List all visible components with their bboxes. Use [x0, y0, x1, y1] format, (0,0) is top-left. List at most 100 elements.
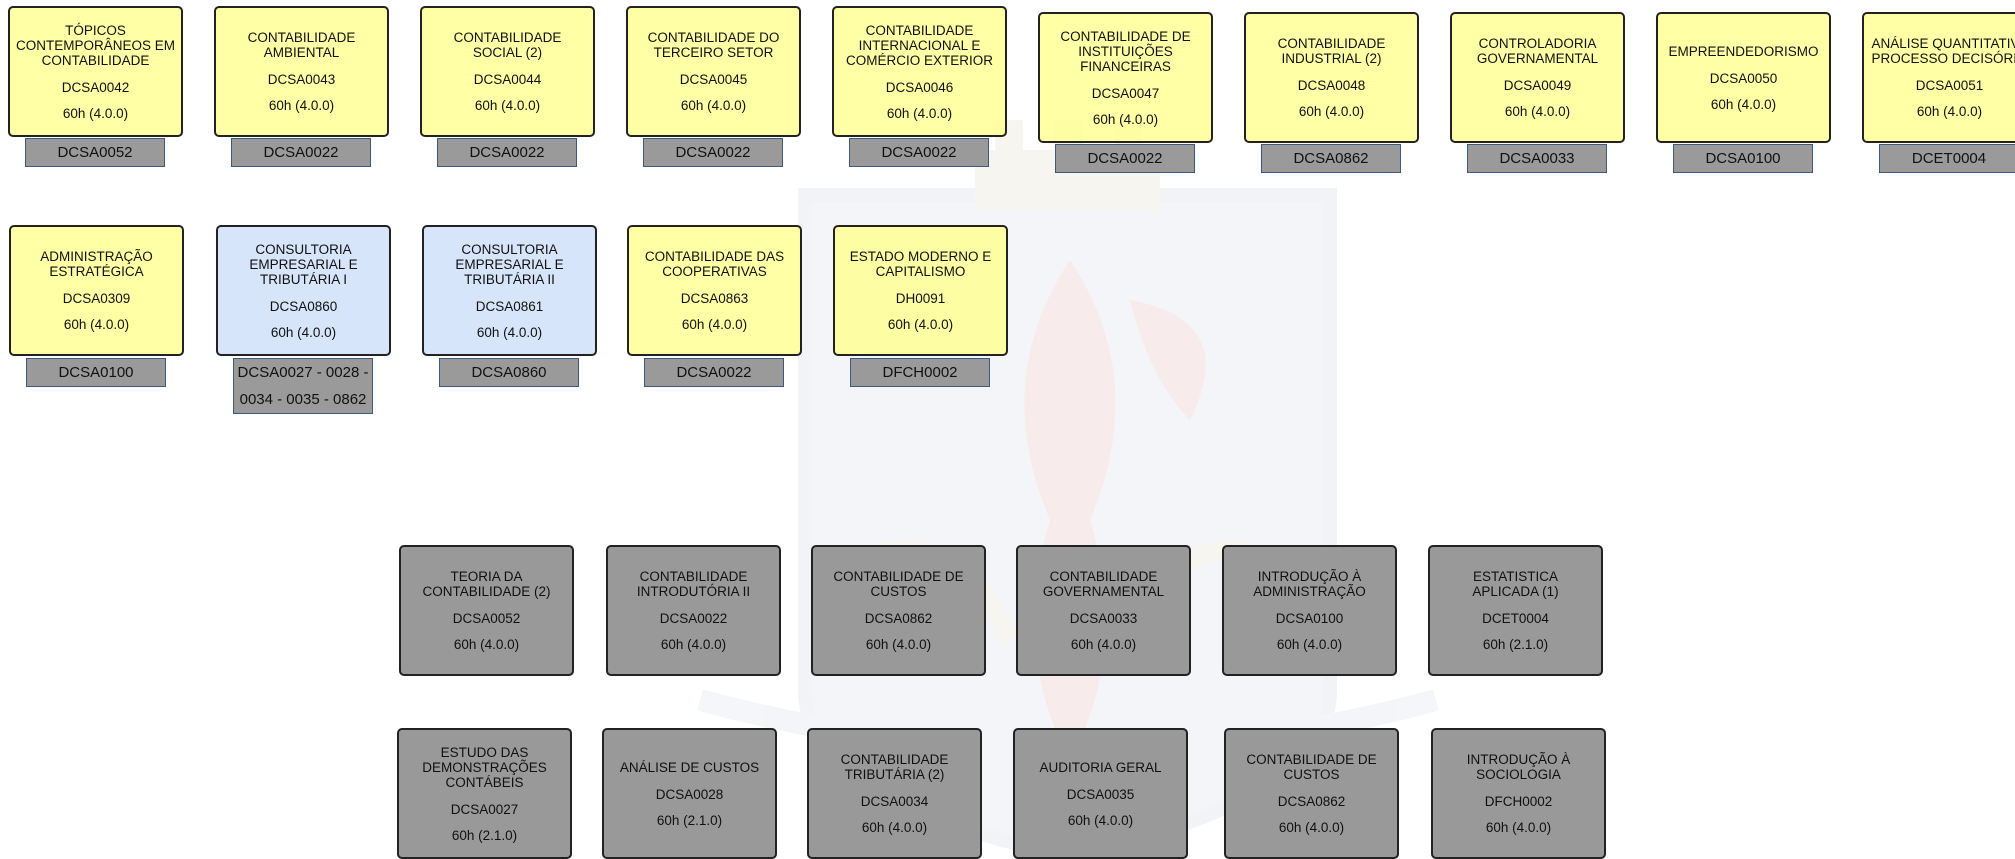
course-name: CONTABILIDADE INDUSTRIAL (2): [1277, 36, 1386, 66]
course-code: DCSA0044: [473, 72, 542, 87]
course-hours: 60h (4.0.0): [1504, 104, 1571, 119]
prerequisite-tag: DCSA0862: [1261, 144, 1401, 173]
course-name: CONTROLADORIA GOVERNAMENTAL: [1476, 36, 1599, 66]
prerequisite-tag: DCSA0022: [231, 138, 371, 167]
prerequisite-tag: DCSA0022: [644, 358, 784, 387]
course-hours: 60h (4.0.0): [268, 98, 335, 113]
prerequisite-tag: DCSA0033: [1467, 144, 1607, 173]
prerequisite-tag: DCSA0022: [643, 138, 783, 167]
course-name: ADMINISTRAÇÃO ESTRATÉGICA: [40, 249, 153, 279]
course-name: CONSULTORIA EMPRESARIAL E TRIBUTÁRIA II: [455, 241, 564, 287]
course-hours: 60h (4.0.0): [660, 637, 727, 652]
course-name: ANÁLISE QUANTITATIVA PROCESSO DECISÓRIO: [1871, 36, 2015, 66]
prerequisite-tag: DCSA0100: [1673, 144, 1813, 173]
course-code: DCSA0862: [1277, 794, 1346, 809]
course-hours: 60h (4.0.0): [1092, 111, 1159, 127]
prerequisite-tag: DCSA0027 - 0028 - 0034 - 0035 - 0862: [233, 358, 373, 414]
prerequisite-tag: DCSA0022: [849, 138, 989, 167]
course-hours: 60h (4.0.0): [62, 105, 129, 121]
course-name: EMPREENDEDORISMO: [1668, 43, 1819, 59]
course-hours: 60h (4.0.0): [681, 317, 748, 332]
course-card: TEORIA DA CONTABILIDADE (2) DCSA0052 60h (…: [399, 545, 574, 676]
course-name: CONTABILIDADE DAS COOPERATIVAS: [644, 249, 785, 279]
course-name: CONTABILIDADE INTERNACIONAL E COMÉRCIO E…: [845, 22, 993, 68]
course-code: DCSA0043: [267, 72, 336, 87]
course-name: CONTABILIDADE TRIBUTÁRIA (2): [840, 752, 949, 782]
prerequisite-tag: DCSA0022: [1055, 144, 1195, 173]
course-hours: 60h (4.0.0): [453, 637, 520, 652]
course-name: ESTATISTICA APLICADA (1): [1472, 569, 1559, 599]
course-code: DCSA0049: [1503, 78, 1572, 93]
course-code: DCSA0862: [864, 611, 933, 626]
course-hours: 60h (4.0.0): [680, 98, 747, 113]
course-card: CONTABILIDADE AMBIENTAL DCSA0043 60h (4.0.…: [214, 6, 389, 137]
course-hours: 60h (4.0.0): [1067, 812, 1134, 828]
course-name: INTRODUÇÃO À SOCIOLOGIA: [1466, 752, 1571, 782]
course-code: DCSA0050: [1709, 70, 1778, 86]
course-code: DCSA0047: [1091, 85, 1160, 101]
course-hours: 60h (2.1.0): [451, 827, 518, 843]
course-hours: 60h (2.1.0): [1482, 637, 1549, 652]
course-card: ANÁLISE QUANTITATIVA PROCESSO DECISÓRIO D…: [1862, 12, 2015, 143]
course-code: DCSA0035: [1066, 786, 1135, 802]
prerequisite-tag: DCET0004: [1879, 144, 2015, 173]
prerequisite-tag: DFCH0002: [850, 358, 990, 387]
course-code: DCSA0034: [860, 794, 929, 809]
course-card: CONTABILIDADE DO TERCEIRO SETOR DCSA0045 6…: [626, 6, 801, 137]
course-name: ESTADO MODERNO E CAPITALISMO: [849, 249, 992, 279]
course-name: CONTABILIDADE DO TERCEIRO SETOR: [647, 30, 780, 60]
course-name: CONSULTORIA EMPRESARIAL E TRIBUTÁRIA I: [249, 241, 358, 287]
course-code: DCSA0860: [269, 298, 338, 314]
course-card: CONTABILIDADE INTERNACIONAL E COMÉRCIO E…: [832, 6, 1007, 137]
course-card: TÓPICOS CONTEMPORÂNEOS EM CONTABILIDADE D…: [8, 6, 183, 137]
course-code: DCSA0022: [659, 611, 728, 626]
course-code: DCSA0045: [679, 72, 748, 87]
course-name: TÓPICOS CONTEMPORÂNEOS EM CONTABILIDADE: [15, 22, 175, 68]
course-hours: 60h (4.0.0): [1916, 104, 1983, 119]
course-code: DCSA0100: [1275, 611, 1344, 626]
course-hours: 60h (4.0.0): [1710, 96, 1777, 112]
prerequisite-tag: DCSA0860: [439, 358, 579, 387]
course-card: CONTABILIDADE DE INSTITUIÇÕES FINANCEIRA…: [1038, 12, 1213, 143]
course-code: DCET0004: [1482, 611, 1549, 626]
course-hours: 60h (4.0.0): [865, 637, 932, 652]
course-hours: 60h (4.0.0): [270, 324, 337, 340]
course-name: CONTABILIDADE AMBIENTAL: [247, 30, 356, 60]
course-name: CONTABILIDADE DE INSTITUIÇÕES FINANCEIRA…: [1060, 28, 1191, 74]
course-hours: 60h (4.0.0): [63, 317, 130, 332]
course-hours: 60h (2.1.0): [656, 812, 723, 828]
course-code: DCSA0046: [885, 79, 954, 95]
prerequisite-tag: DCSA0100: [26, 358, 166, 387]
course-card: EMPREENDEDORISMO DCSA0050 60h (4.0.0): [1656, 12, 1831, 143]
prerequisite-tag: DCSA0052: [25, 138, 165, 167]
course-code: DCSA0048: [1297, 78, 1366, 93]
course-code: DCSA0028: [655, 786, 724, 802]
course-code: DFCH0002: [1484, 794, 1553, 809]
course-name: CONTABILIDADE SOCIAL (2): [453, 30, 562, 60]
course-code: DCSA0052: [452, 611, 521, 626]
course-card: CONSULTORIA EMPRESARIAL E TRIBUTÁRIA I DC…: [216, 225, 391, 356]
course-card: CONTABILIDADE SOCIAL (2) DCSA0044 60h (4.0…: [420, 6, 595, 137]
course-code: DCSA0027: [450, 801, 519, 817]
course-card: CONTROLADORIA GOVERNAMENTAL DCSA0049 60h (…: [1450, 12, 1625, 143]
course-name: INTRODUÇÃO À ADMINISTRAÇÃO: [1253, 569, 1366, 599]
course-hours: 60h (4.0.0): [886, 105, 953, 121]
course-hours: 60h (4.0.0): [474, 98, 541, 113]
course-code: DH0091: [895, 291, 946, 306]
course-code: DCSA0051: [1915, 78, 1984, 93]
course-code: DCSA0042: [61, 79, 130, 95]
course-hours: 60h (4.0.0): [1278, 820, 1345, 835]
course-name: TEORIA DA CONTABILIDADE (2): [422, 569, 551, 599]
prerequisite-tag: DCSA0022: [437, 138, 577, 167]
